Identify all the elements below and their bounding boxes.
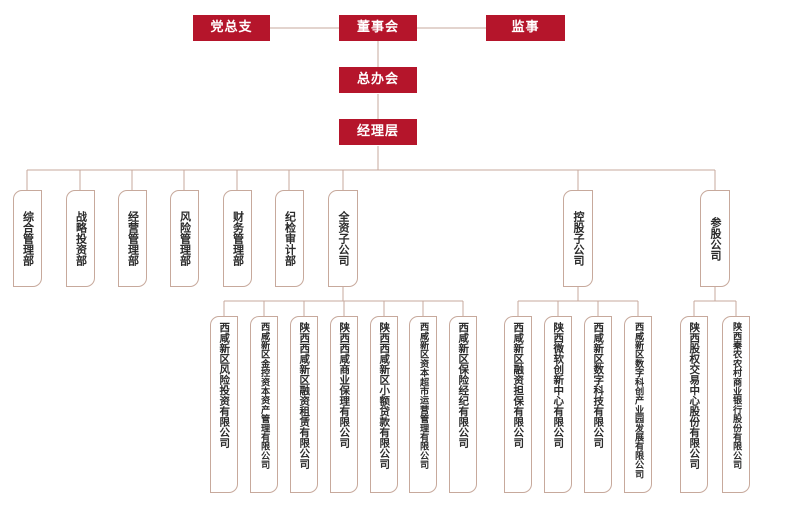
- company-label: 西咸新区资本超市运营管理有限公司: [417, 322, 429, 470]
- company-label: 西咸新区融资担保有限公司: [512, 322, 525, 448]
- group-box-holding: 控股子公司: [563, 190, 593, 287]
- department-label: 财务管理部: [231, 211, 245, 266]
- company-label: 陕西西咸新区小额贷款有限公司: [378, 322, 391, 469]
- department-label: 风险管理部: [178, 211, 192, 266]
- company-box: 西咸新区风险投资有限公司: [210, 316, 238, 493]
- department-box: 风险管理部: [170, 190, 199, 287]
- group-box-wholly-owned: 全资子公司: [328, 190, 358, 287]
- company-label: 西咸新区保险经纪有限公司: [457, 322, 470, 448]
- company-box: 陕西西咸新区小额贷款有限公司: [370, 316, 398, 493]
- department-label: 经营管理部: [126, 211, 140, 266]
- company-box: 西咸新区金控资本资产管理有限公司: [250, 316, 278, 493]
- company-box: 陕西西咸商业保理有限公司: [330, 316, 358, 493]
- company-label: 西咸新区数字科技有限公司: [592, 322, 605, 448]
- supervisor-box: 监事: [486, 15, 565, 41]
- company-box: 陕西微软创新中心有限公司: [544, 316, 572, 493]
- company-label: 陕西西咸新区融资租赁有限公司: [298, 322, 311, 469]
- company-box: 陕西西咸新区融资租赁有限公司: [290, 316, 318, 493]
- department-box: 综合管理部: [13, 190, 42, 287]
- company-box: 陕西股权交易中心股份有限公司: [680, 316, 708, 493]
- company-box: 陕西秦农农村商业银行股份有限公司: [722, 316, 750, 493]
- general-office-box: 总办会: [339, 67, 417, 93]
- company-box: 西咸新区数字科创产业园发展有限公司: [624, 316, 652, 493]
- board-box: 董事会: [339, 15, 417, 41]
- company-label: 陕西股权交易中心股份有限公司: [688, 322, 701, 469]
- company-box: 西咸新区保险经纪有限公司: [449, 316, 477, 493]
- company-label: 陕西微软创新中心有限公司: [552, 322, 565, 448]
- department-label: 综合管理部: [21, 211, 35, 266]
- company-label: 陕西西咸商业保理有限公司: [338, 322, 351, 448]
- management-box: 经理层: [339, 119, 417, 145]
- department-box: 财务管理部: [223, 190, 252, 287]
- department-box: 战略投资部: [66, 190, 95, 287]
- company-label: 西咸新区风险投资有限公司: [218, 322, 231, 448]
- group-box-equity: 参股公司: [700, 190, 730, 287]
- department-label: 纪检审计部: [283, 211, 297, 266]
- party-branch-box: 党总支: [193, 15, 270, 41]
- group-label: 控股子公司: [572, 211, 585, 266]
- company-box: 西咸新区数字科技有限公司: [584, 316, 612, 493]
- company-label: 陕西秦农农村商业银行股份有限公司: [730, 322, 742, 470]
- department-label: 战略投资部: [74, 211, 88, 266]
- company-box: 西咸新区资本超市运营管理有限公司: [409, 316, 437, 493]
- group-label: 全资子公司: [337, 211, 350, 266]
- department-box: 纪检审计部: [275, 190, 304, 287]
- company-label: 西咸新区金控资本资产管理有限公司: [258, 322, 270, 470]
- company-label: 西咸新区数字科创产业园发展有限公司: [632, 322, 644, 479]
- department-box: 经营管理部: [118, 190, 147, 287]
- group-label: 参股公司: [709, 216, 722, 261]
- company-box: 西咸新区融资担保有限公司: [504, 316, 532, 493]
